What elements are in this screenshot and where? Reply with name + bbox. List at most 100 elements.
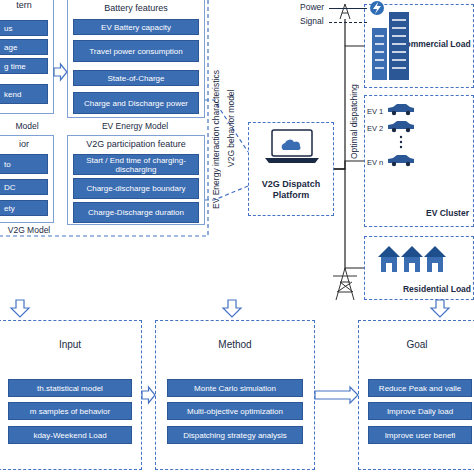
feature-group-box: tern us age g time kend bbox=[0, 0, 54, 114]
ellipsis-dot bbox=[400, 136, 402, 138]
feature-item-box: Start / End time of charging-discharging bbox=[73, 154, 199, 175]
bus-line bbox=[344, 19, 345, 46]
node-text: kday-Weekend Load bbox=[33, 431, 106, 440]
down-arrow bbox=[11, 300, 29, 317]
dispatch-line bbox=[334, 169, 364, 268]
node-text: Improve Daily load bbox=[387, 407, 453, 416]
node-text: Battery features bbox=[68, 3, 204, 13]
node-text: m samples of behavior bbox=[30, 407, 110, 416]
feature-item-box: Improve Daily load bbox=[368, 402, 472, 420]
node-text: State-of-Charge bbox=[108, 74, 165, 83]
node-text: V2G Dispatch Platform bbox=[251, 179, 331, 201]
node-text: Charge-Discharge duration bbox=[88, 208, 184, 217]
feature-item-box: Charge-Discharge duration bbox=[73, 202, 199, 223]
stage-panel-box: GoalReduce Peak and valleImprove Daily l… bbox=[358, 320, 474, 470]
node-text: V2G participation feature bbox=[68, 139, 204, 149]
antenna-icon bbox=[340, 4, 350, 19]
node-text: Start / End time of charging-discharging bbox=[76, 156, 196, 174]
stage-panel-box: MethodMonte Carlo simulationMulti-object… bbox=[155, 320, 315, 470]
house-icon bbox=[424, 246, 446, 272]
feature-item-box: th.statistical model bbox=[8, 379, 132, 397]
down-arrow bbox=[223, 300, 241, 317]
car-icon bbox=[388, 121, 414, 132]
legend-swatch bbox=[329, 22, 367, 23]
feature-item-box: g time bbox=[0, 58, 48, 74]
node-text: Input bbox=[0, 339, 141, 350]
node-text: Improve user benefi bbox=[385, 431, 456, 440]
node-text: tern bbox=[0, 0, 53, 10]
flow-arrow bbox=[315, 387, 358, 403]
node-text: Residential Load bbox=[403, 284, 471, 294]
node-text: Charge-discharge boundary bbox=[86, 184, 185, 193]
feature-item-box: Reduce Peak and valle bbox=[368, 379, 472, 397]
node-text: EV Battery capacity bbox=[101, 23, 171, 32]
feature-item-box: Multi-objective optimization bbox=[167, 402, 303, 420]
feature-item-box: State-of-Charge bbox=[73, 70, 199, 86]
edge-label: Optimal dispatching bbox=[349, 72, 361, 172]
legend-swatch bbox=[329, 8, 367, 9]
feature-item-box: Monte Carlo simulation bbox=[167, 379, 303, 397]
signal-line bbox=[205, 186, 248, 200]
legend-text: Signal bbox=[300, 16, 324, 27]
building-icon bbox=[372, 28, 387, 80]
node-text: Monte Carlo simulation bbox=[194, 384, 276, 393]
down-arrow bbox=[431, 300, 449, 317]
feature-item-box: age bbox=[0, 39, 48, 55]
feature-item-box: Travel power consumption bbox=[73, 40, 199, 62]
node-text: Multi-objective optimization bbox=[187, 407, 283, 416]
node-text: EV Cluster bbox=[426, 208, 469, 218]
text-label: EV n bbox=[367, 157, 387, 167]
node-text: to bbox=[0, 160, 45, 169]
feature-group-box: ior toDC ety bbox=[0, 135, 54, 223]
ellipsis-dot bbox=[400, 141, 402, 143]
text-label: EV 1 bbox=[367, 106, 387, 116]
node-text: kend bbox=[0, 90, 45, 99]
feature-group-box: V2G participation featureStart / End tim… bbox=[67, 135, 205, 225]
flow-arrow bbox=[54, 64, 67, 80]
feature-item-box: Charge-discharge boundary bbox=[73, 178, 199, 199]
text-label: EV 2 bbox=[367, 123, 387, 133]
node-text: Goal bbox=[359, 339, 474, 350]
feature-item-box: EV Battery capacity bbox=[73, 19, 199, 35]
node-text: us bbox=[0, 24, 45, 33]
node-text: Dispatching strategy analysis bbox=[183, 431, 287, 440]
car-icon bbox=[388, 104, 414, 115]
node-text: ety bbox=[0, 204, 45, 213]
text-label: Model bbox=[2, 121, 52, 133]
text-label: V2G Model bbox=[0, 225, 60, 237]
feature-item-box: kday-Weekend Load bbox=[8, 426, 132, 444]
node-text: ior bbox=[0, 139, 53, 149]
feature-item-box: DC bbox=[0, 179, 48, 195]
load-cluster-box: Commercial Load bbox=[364, 4, 474, 88]
house-icon bbox=[401, 246, 423, 272]
car-icon bbox=[388, 155, 414, 166]
legend-text: Power bbox=[300, 2, 324, 13]
feature-item-box: ety bbox=[0, 200, 48, 216]
node-text: th.statistical model bbox=[37, 384, 103, 393]
text-label: EV Energy Model bbox=[80, 121, 190, 133]
dispatch-platform-box: V2G Dispatch Platform bbox=[248, 122, 334, 216]
dispatch-line bbox=[334, 161, 364, 169]
feature-item-box: kend bbox=[0, 84, 48, 104]
feature-item-box: m samples of behavior bbox=[8, 402, 132, 420]
node-text: Commercial Load bbox=[399, 39, 471, 49]
node-text: Reduce Peak and valle bbox=[379, 384, 461, 393]
feature-item-box: Charge and Discharge power bbox=[73, 92, 199, 114]
node-text: g time bbox=[0, 62, 45, 71]
node-text: Charge and Discharge power bbox=[84, 99, 188, 108]
node-text: age bbox=[0, 43, 45, 52]
feature-group-box: Battery features EV Battery capacityTrave… bbox=[67, 0, 205, 118]
feature-item-box: Improve user benefi bbox=[368, 426, 472, 444]
feature-item-box: to bbox=[0, 154, 48, 174]
node-text: Travel power consumption bbox=[89, 47, 183, 56]
ellipsis-dot bbox=[400, 146, 402, 148]
pylon-icon bbox=[333, 268, 357, 300]
node-text: Method bbox=[156, 339, 314, 350]
house-icon bbox=[378, 246, 400, 272]
load-cluster-box: Residential Load bbox=[364, 236, 474, 300]
node-text: DC bbox=[0, 183, 45, 192]
flow-arrow bbox=[142, 387, 155, 403]
feature-item-box: us bbox=[0, 20, 48, 36]
